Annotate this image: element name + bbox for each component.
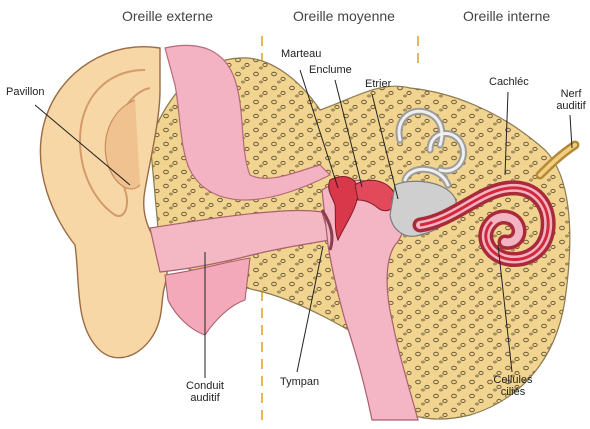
label-nerf-line1: Nerf xyxy=(552,88,590,100)
label-cochlee: Cachléc xyxy=(489,76,529,88)
label-cellules-line2: ciliés xyxy=(490,386,536,398)
section-external-ear: Oreille externe xyxy=(122,8,213,24)
label-conduit-auditif: Conduit auditif xyxy=(183,380,227,404)
label-enclume: Enclume xyxy=(309,64,352,76)
label-nerf-line2: auditif xyxy=(552,100,590,112)
label-conduit-line2: auditif xyxy=(183,392,227,404)
label-etrier: Etrier xyxy=(365,78,391,90)
label-cellules-line1: Cellules xyxy=(490,374,536,386)
label-conduit-line1: Conduit xyxy=(183,380,227,392)
label-cellules-cilies: Cellules ciliés xyxy=(490,374,536,398)
label-tympan: Tympan xyxy=(280,376,319,388)
label-marteau: Marteau xyxy=(281,48,321,60)
section-middle-ear: Oreille moyenne xyxy=(293,8,395,24)
pinna xyxy=(40,47,170,358)
section-inner-ear: Oreille interne xyxy=(463,8,550,24)
label-pavillon: Pavillon xyxy=(6,86,45,98)
label-nerf-auditif: Nerf auditif xyxy=(552,88,590,112)
